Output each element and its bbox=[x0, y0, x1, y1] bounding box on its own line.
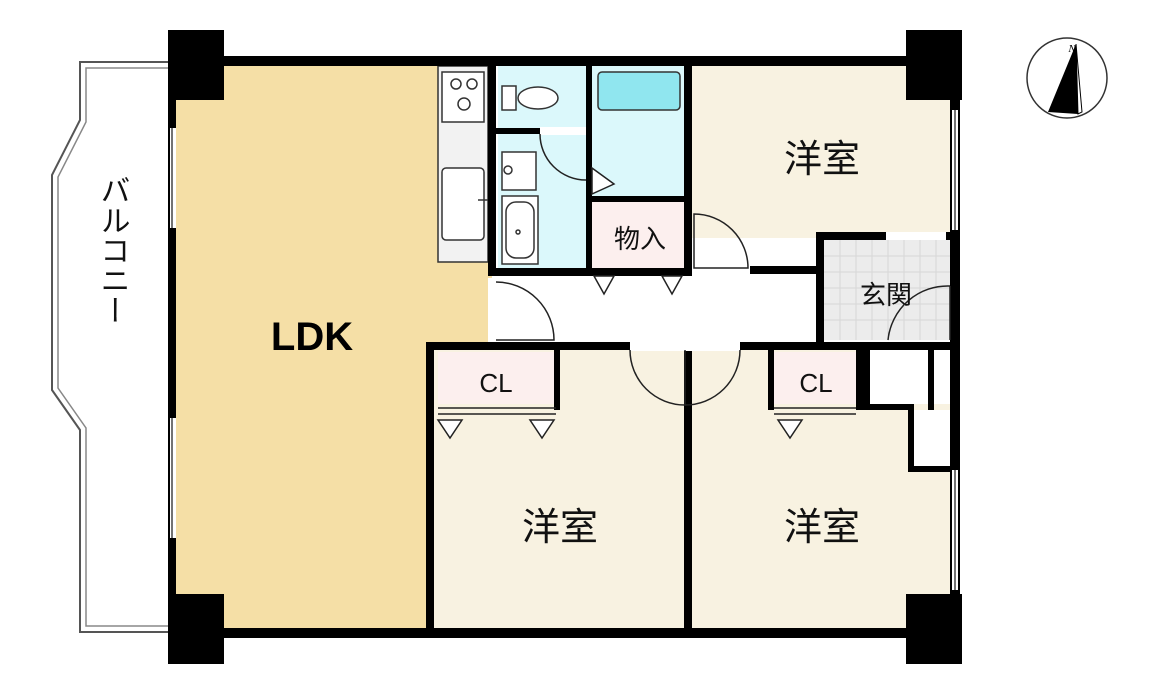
washbasin bbox=[501, 151, 539, 265]
western-room-bottom-right-label: 洋室 bbox=[784, 505, 860, 549]
bathtub bbox=[597, 71, 681, 111]
compass-north-label: N bbox=[1067, 43, 1076, 55]
balcony-label: バルコニー bbox=[95, 175, 130, 325]
compass-north-icon: N bbox=[1026, 37, 1108, 119]
western-room-bottom-middle-label: 洋室 bbox=[522, 505, 598, 549]
closet-right bbox=[774, 352, 856, 404]
closet-right-label: CL bbox=[799, 368, 832, 398]
closet-left bbox=[438, 352, 554, 404]
balcony bbox=[51, 61, 168, 633]
ldk-room bbox=[176, 66, 426, 629]
entrance-floor bbox=[824, 240, 952, 340]
storage-room bbox=[592, 202, 686, 272]
western-room-top-right-label: 洋室 bbox=[784, 137, 860, 181]
hallway bbox=[492, 275, 822, 345]
entrance-label: 玄関 bbox=[860, 281, 912, 311]
storage-label: 物入 bbox=[614, 225, 666, 255]
ldk-label: LDK bbox=[271, 315, 353, 359]
kitchen-counter bbox=[437, 65, 489, 263]
closet-left-label: CL bbox=[479, 368, 512, 398]
door-swings bbox=[495, 133, 951, 406]
sliding-door-marks bbox=[436, 166, 804, 440]
toilet-fixture bbox=[501, 85, 559, 111]
